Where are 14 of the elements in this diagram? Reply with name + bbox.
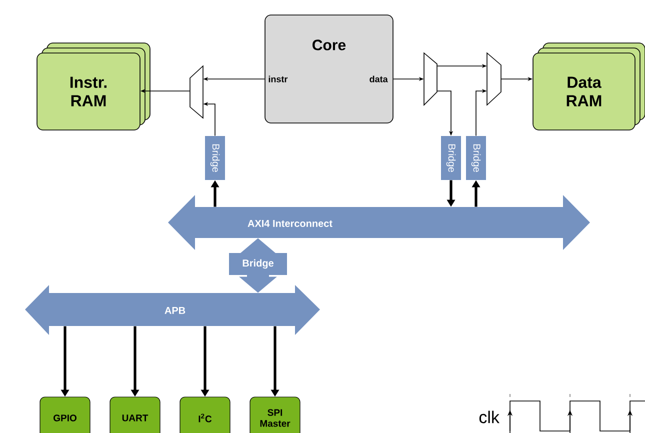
port-label: instr (268, 76, 288, 82)
bridge-box: Bridge (441, 136, 461, 180)
block-title: Core (312, 40, 346, 50)
bridge-box: Bridge (466, 136, 486, 180)
peripheral-box: SPI Master (250, 396, 300, 433)
port-label: data (370, 76, 388, 82)
peripheral-box: GPIO (40, 396, 90, 433)
multiplexer (190, 65, 204, 119)
memory-stack: Instr. RAM (36, 42, 150, 130)
memory-stack: Data RAM (532, 42, 645, 130)
peripheral-box: I$^{2}$C (180, 396, 230, 433)
bridge-box: Bridge (205, 136, 225, 180)
signal-label: clk (479, 410, 500, 424)
peripheral-box: UART (110, 396, 160, 433)
